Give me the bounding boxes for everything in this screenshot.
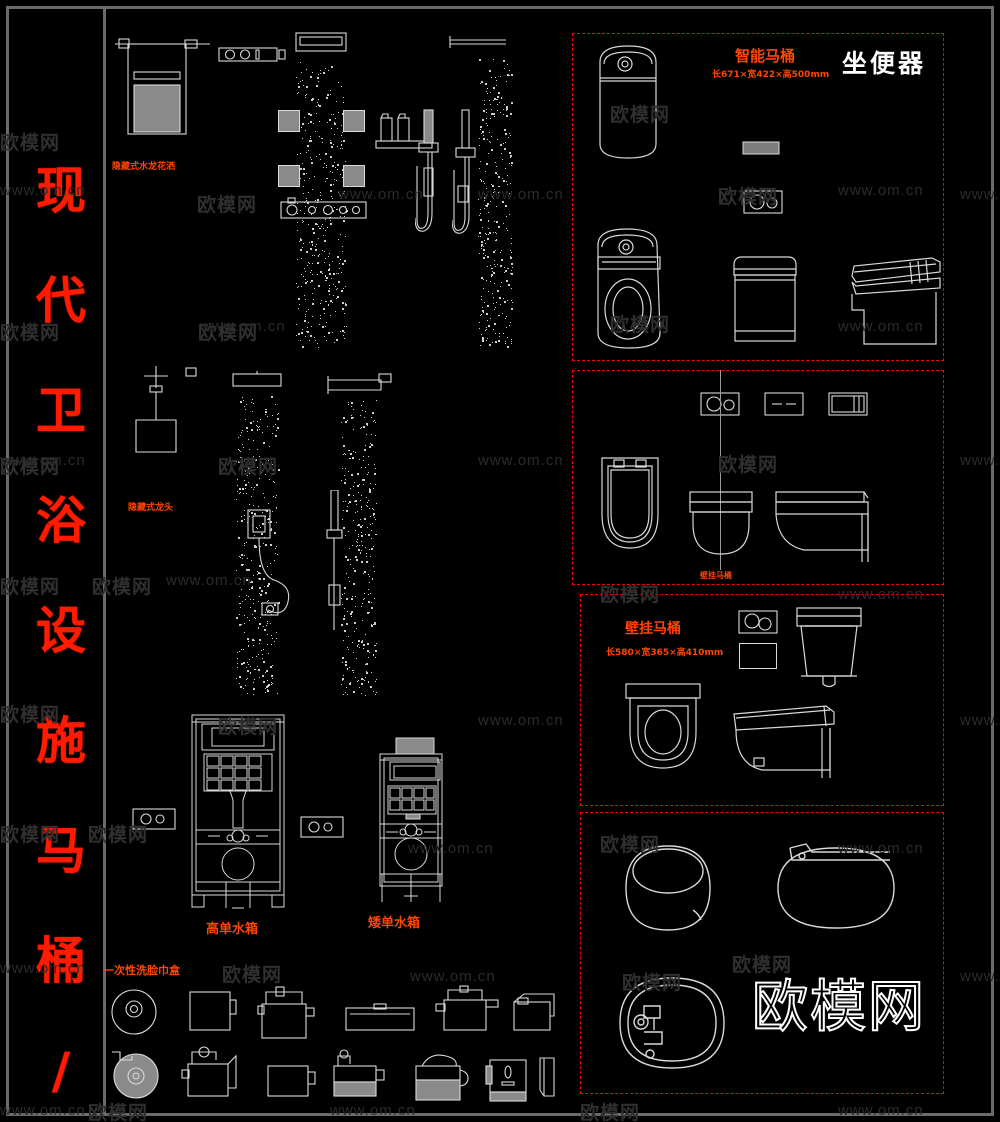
squat-bidet-panel xyxy=(580,812,944,1094)
paper-holder-row-top-drawing xyxy=(111,985,555,1039)
concealed-valve-plate-drawing xyxy=(218,47,286,62)
center-axis-line xyxy=(720,370,721,570)
flush-plate-drawing xyxy=(743,190,783,214)
label-concealed-faucet-shower: 隐藏式水龙花洒 xyxy=(112,162,176,172)
wall-hung-toilet-plan-drawing xyxy=(601,457,659,549)
label-wall-hung-dimensions: 长580×宽365×高410mm xyxy=(606,648,724,658)
concealed-faucet-shower-drawing xyxy=(115,38,210,135)
label-smart-toilet-dimensions: 长671×宽422×高500mm xyxy=(712,70,830,80)
label-tissue-box: 一次性洗脸巾盒 xyxy=(103,964,180,977)
squat-pan-detail-drawing xyxy=(619,977,725,1069)
drawing-border xyxy=(6,6,994,1116)
title-char: 代 xyxy=(36,271,86,330)
brand-watermark-large: 欧模网 xyxy=(751,974,926,1041)
smart-toilet-plan-view-drawing xyxy=(599,45,657,159)
label-concealed-faucet: 隐藏式龙头 xyxy=(128,503,174,513)
shower-arm-drawing xyxy=(449,36,506,48)
smart-toilet-side-elevation-drawing xyxy=(851,257,941,345)
concealed-faucet-drawing xyxy=(135,366,197,453)
label-tall-cistern: 高单水箱 xyxy=(206,922,259,937)
rain-shower-head-top-drawing xyxy=(295,32,347,52)
hand-shower-rail-drawing xyxy=(415,109,439,232)
shower-arm-drawing xyxy=(327,373,392,394)
flush-plate-blank-drawing xyxy=(739,643,777,669)
smart-toilet-seat-plan-drawing xyxy=(597,228,661,349)
label-wall-hung: 壁挂马桶 xyxy=(625,621,681,637)
body-jet-square xyxy=(278,110,300,132)
bidet-plan-drawing xyxy=(777,843,895,929)
tall-concealed-cistern-frame-drawing xyxy=(191,714,285,909)
title-char: 施 xyxy=(36,711,86,770)
smart-toilet-front-elevation-drawing xyxy=(733,256,797,342)
wall-hung-toilet-side-drawing xyxy=(775,491,869,562)
title-char: 卫 xyxy=(36,381,86,440)
title-char: 设 xyxy=(36,601,86,660)
hand-shower-rail-drawing xyxy=(452,109,476,234)
body-jet-square xyxy=(278,165,300,187)
slide-bar-hand-shower-drawing xyxy=(326,490,343,630)
flush-plate-drawing xyxy=(738,610,778,634)
thermostatic-mixer-bar-drawing xyxy=(280,197,367,219)
smart-toilet-panel xyxy=(572,33,944,361)
title-char: 桶 xyxy=(36,931,86,990)
wall-hung-toilet-front-drawing xyxy=(689,491,753,555)
smart-toilet-nameplate-drawing xyxy=(742,141,780,155)
rain-shower-head-drawing xyxy=(232,371,282,387)
page-title: 现 代 卫 浴 设 施 马 桶 / 花 洒 / 纸 巾 盒 xyxy=(26,108,96,1122)
title-char: 马 xyxy=(36,821,86,880)
body-jet-square xyxy=(343,110,365,132)
wall-hung-toilet-side-drawing xyxy=(733,705,835,778)
body-jet-square xyxy=(343,165,365,187)
wall-hung-panel-a xyxy=(572,370,944,585)
shower-shelf-with-bottles-drawing xyxy=(375,113,433,149)
title-char: 现 xyxy=(36,161,86,220)
title-char: / xyxy=(51,1041,71,1100)
heading-toilet: 坐便器 xyxy=(842,49,927,78)
flush-plate-drawing xyxy=(132,808,176,830)
title-char: 浴 xyxy=(36,491,86,550)
label-smart-toilet: 智能马桶 xyxy=(735,47,796,65)
wall-hung-bowl-front-drawing xyxy=(796,607,862,688)
shower-column-hose-drawing xyxy=(247,509,290,616)
vertical-divider-line xyxy=(103,9,106,1113)
wall-hung-toilet-plan-drawing xyxy=(625,683,701,769)
paper-holder-row-bottom-drawing xyxy=(112,1046,555,1102)
short-concealed-cistern-frame-drawing xyxy=(379,737,443,902)
flush-plate-drawing xyxy=(764,392,804,416)
label-wall-hung-small: 壁挂马桶 xyxy=(700,571,732,580)
label-short-cistern: 矮单水箱 xyxy=(368,916,421,931)
wall-hung-panel-b xyxy=(580,594,944,806)
flush-plate-drawing xyxy=(828,392,868,416)
squat-pan-plan-drawing xyxy=(625,845,711,931)
flush-plate-drawing xyxy=(300,816,344,838)
